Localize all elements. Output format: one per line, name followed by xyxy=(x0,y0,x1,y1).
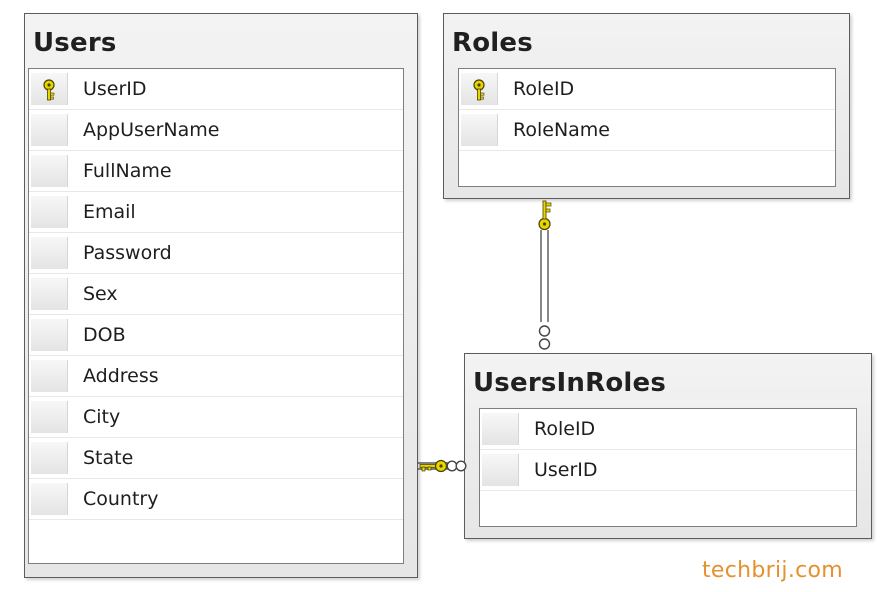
column-row[interactable]: UserID xyxy=(29,69,403,110)
one-end-key-icon xyxy=(538,200,552,231)
many-end-infinity-icon xyxy=(538,325,551,350)
column-name: RoleID xyxy=(513,78,575,100)
roles-column-list: RoleID RoleName xyxy=(459,69,835,151)
roles-column-grid: RoleID RoleName xyxy=(458,68,836,187)
row-selector[interactable] xyxy=(482,413,519,445)
row-selector[interactable] xyxy=(31,319,68,351)
column-name: Sex xyxy=(83,283,118,305)
usersinroles-column-list: RoleID UserID xyxy=(480,409,856,491)
row-selector[interactable] xyxy=(31,360,68,392)
column-name: UserID xyxy=(534,459,598,481)
column-row[interactable]: Address xyxy=(29,356,403,397)
many-end-infinity-icon xyxy=(446,460,467,472)
column-row[interactable]: AppUserName xyxy=(29,110,403,151)
column-row[interactable]: Country xyxy=(29,479,403,520)
column-name: Country xyxy=(83,488,159,510)
column-row[interactable]: RoleID xyxy=(480,409,856,450)
column-row[interactable]: UserID xyxy=(480,450,856,491)
column-name: FullName xyxy=(83,160,172,182)
column-name: Address xyxy=(83,365,159,387)
column-row[interactable]: RoleID xyxy=(459,69,835,110)
users-table-title: Users xyxy=(33,28,117,58)
usersinroles-column-grid: RoleID UserID xyxy=(479,408,857,527)
row-selector[interactable] xyxy=(31,237,68,269)
column-name: Email xyxy=(83,201,136,223)
column-name: State xyxy=(83,447,134,469)
primary-key-icon xyxy=(473,79,485,101)
column-row[interactable]: RoleName xyxy=(459,110,835,151)
column-row[interactable]: Sex xyxy=(29,274,403,315)
primary-key-icon xyxy=(43,79,55,101)
column-name: DOB xyxy=(83,324,126,346)
column-name: City xyxy=(83,406,121,428)
users-usersinroles-relationship[interactable] xyxy=(417,459,467,473)
row-selector[interactable] xyxy=(31,442,68,474)
column-row[interactable]: Password xyxy=(29,233,403,274)
roles-table-title: Roles xyxy=(452,28,533,58)
row-selector[interactable] xyxy=(31,196,68,228)
usersinroles-table[interactable]: UsersInRoles RoleID UserID xyxy=(464,353,872,539)
watermark: techbrij.com xyxy=(702,558,844,583)
row-selector[interactable] xyxy=(461,73,498,105)
column-name: RoleName xyxy=(513,119,610,141)
row-selector[interactable] xyxy=(31,278,68,310)
column-name: UserID xyxy=(83,78,147,100)
roles-table[interactable]: Roles RoleID RoleName xyxy=(443,13,850,199)
column-row[interactable]: State xyxy=(29,438,403,479)
one-end-key-icon xyxy=(419,459,448,473)
column-name: RoleID xyxy=(534,418,596,440)
column-row[interactable]: Email xyxy=(29,192,403,233)
row-selector[interactable] xyxy=(31,114,68,146)
roles-usersinroles-relationship[interactable] xyxy=(538,200,552,350)
column-row[interactable]: City xyxy=(29,397,403,438)
usersinroles-table-title: UsersInRoles xyxy=(473,368,667,398)
column-row[interactable]: FullName xyxy=(29,151,403,192)
column-row[interactable]: DOB xyxy=(29,315,403,356)
column-name: AppUserName xyxy=(83,119,220,141)
column-name: Password xyxy=(83,242,172,264)
row-selector[interactable] xyxy=(31,73,68,105)
row-selector[interactable] xyxy=(31,401,68,433)
row-selector[interactable] xyxy=(31,483,68,515)
row-selector[interactable] xyxy=(31,155,68,187)
row-selector[interactable] xyxy=(482,454,519,486)
row-selector[interactable] xyxy=(461,114,498,146)
